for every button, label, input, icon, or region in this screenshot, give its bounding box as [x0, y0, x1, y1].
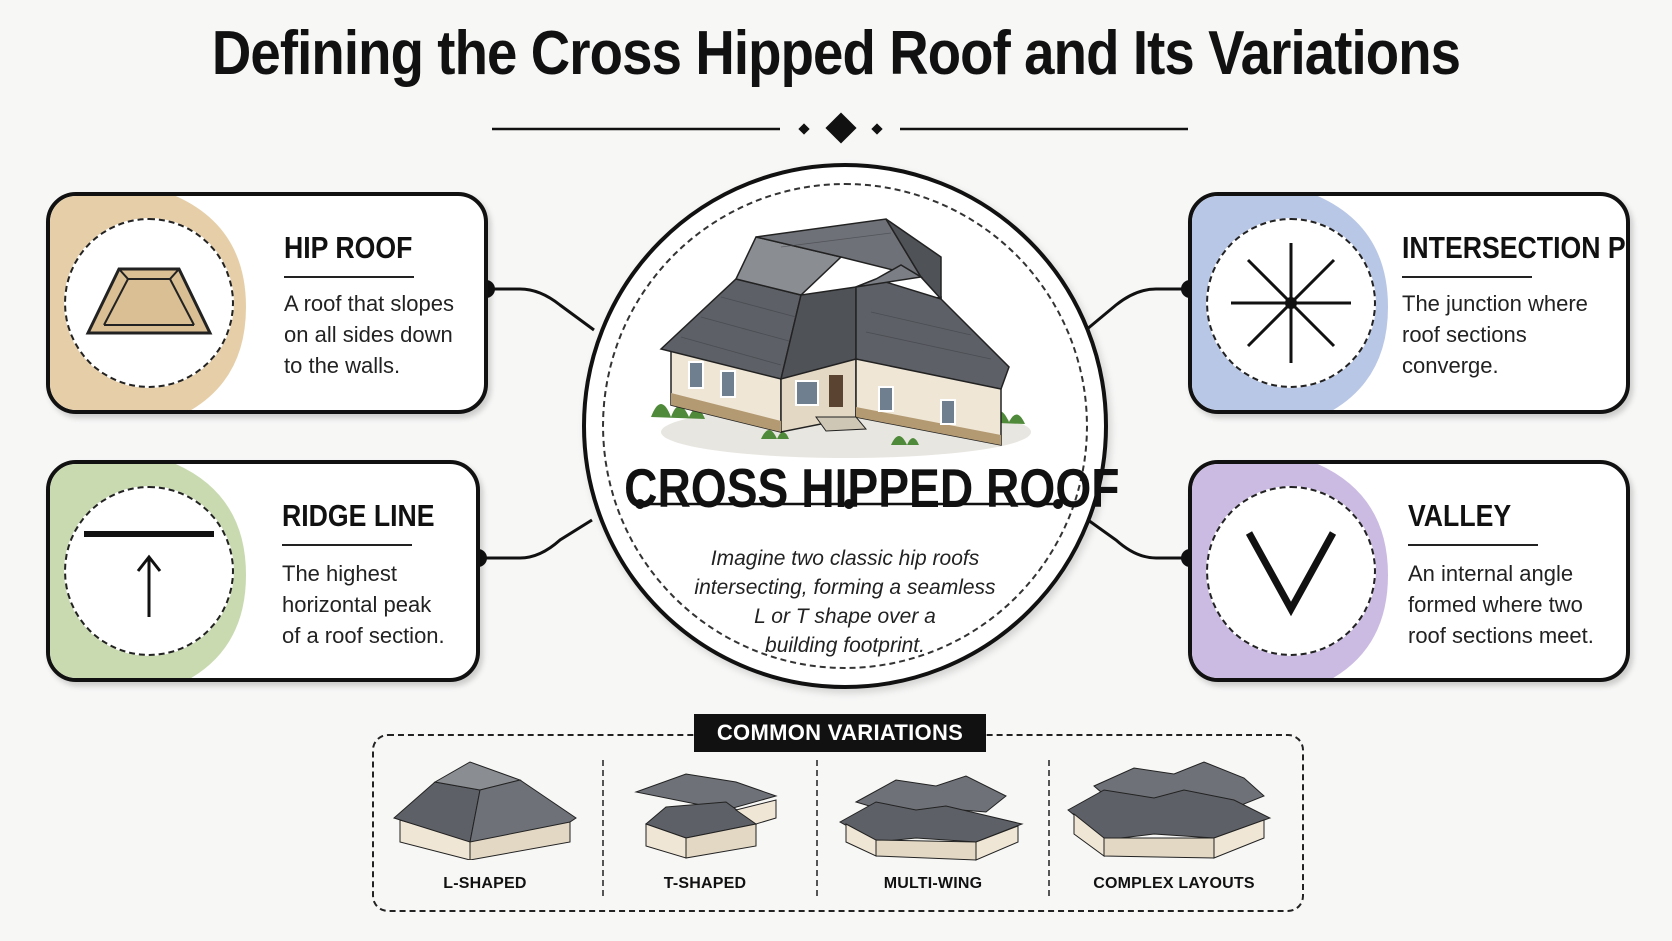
- center-circle: [582, 163, 1108, 689]
- multi-wing-house-icon: [838, 775, 1024, 861]
- variation-name: L-SHAPED: [443, 875, 527, 892]
- asterisk-junction-icon: [1231, 243, 1351, 363]
- card-valley: VALLEY An internal angle formed where tw…: [1188, 460, 1630, 682]
- icon-ring: [1206, 218, 1376, 388]
- card-heading: VALLEY: [1408, 498, 1512, 533]
- variation-separator: [816, 760, 818, 896]
- cross-hipped-house-illustration: [651, 218, 1031, 458]
- ridge-arrow-icon: [84, 531, 214, 617]
- t-shaped-house-icon: [634, 773, 778, 859]
- icon-ring: [64, 218, 234, 388]
- heading-rule: [1408, 544, 1538, 546]
- card-description: The junction where roof sections converg…: [1402, 291, 1588, 378]
- heading-rule: [1402, 276, 1532, 278]
- variation-name: MULTI-WING: [883, 875, 983, 892]
- heading-rule: [282, 544, 412, 546]
- card-intersection-point: INTERSECTION POINT The junction where ro…: [1188, 192, 1630, 414]
- windows: [688, 361, 956, 425]
- connector-lines: [478, 287, 1190, 560]
- card-hip-roof: HIP ROOF A roof that slopes on all sides…: [46, 192, 488, 414]
- variation-separator: [1048, 760, 1050, 896]
- center-description: Imagine two classic hip roofs intersecti…: [694, 547, 996, 657]
- variations-label: COMMON VARIATIONS: [694, 714, 986, 752]
- card-heading: RIDGE LINE: [282, 498, 435, 533]
- variation-name: COMPLEX LAYOUTS: [1093, 875, 1255, 892]
- l-shaped-house-icon: [393, 761, 577, 860]
- heading-rule: [284, 276, 414, 278]
- center-dashed-ring: [602, 183, 1088, 669]
- center-title-rule: [635, 499, 1063, 509]
- complex-layout-house-icon: [1067, 761, 1272, 859]
- center-title: CROSS HIPPED ROOF: [624, 457, 1120, 519]
- card-heading: HIP ROOF: [284, 230, 413, 265]
- card-description: An internal angle formed where two roof …: [1408, 561, 1594, 648]
- variation-separator: [602, 760, 604, 896]
- icon-ring: [64, 486, 234, 656]
- variation-name: T-SHAPED: [663, 875, 747, 892]
- card-ridge-line: RIDGE LINE The highest horizontal peak o…: [46, 460, 480, 682]
- card-description: A roof that slopes on all sides down to …: [284, 291, 454, 378]
- card-description: The highest horizontal peak of a roof se…: [282, 561, 445, 648]
- card-heading: INTERSECTION POINT: [1402, 230, 1626, 265]
- title-divider: [492, 112, 1188, 144]
- icon-ring: [1206, 486, 1376, 656]
- trapezoid-roof-icon: [85, 267, 213, 335]
- page-title: Defining the Cross Hipped Roof and Its V…: [211, 19, 1461, 88]
- v-valley-icon: [1245, 531, 1337, 617]
